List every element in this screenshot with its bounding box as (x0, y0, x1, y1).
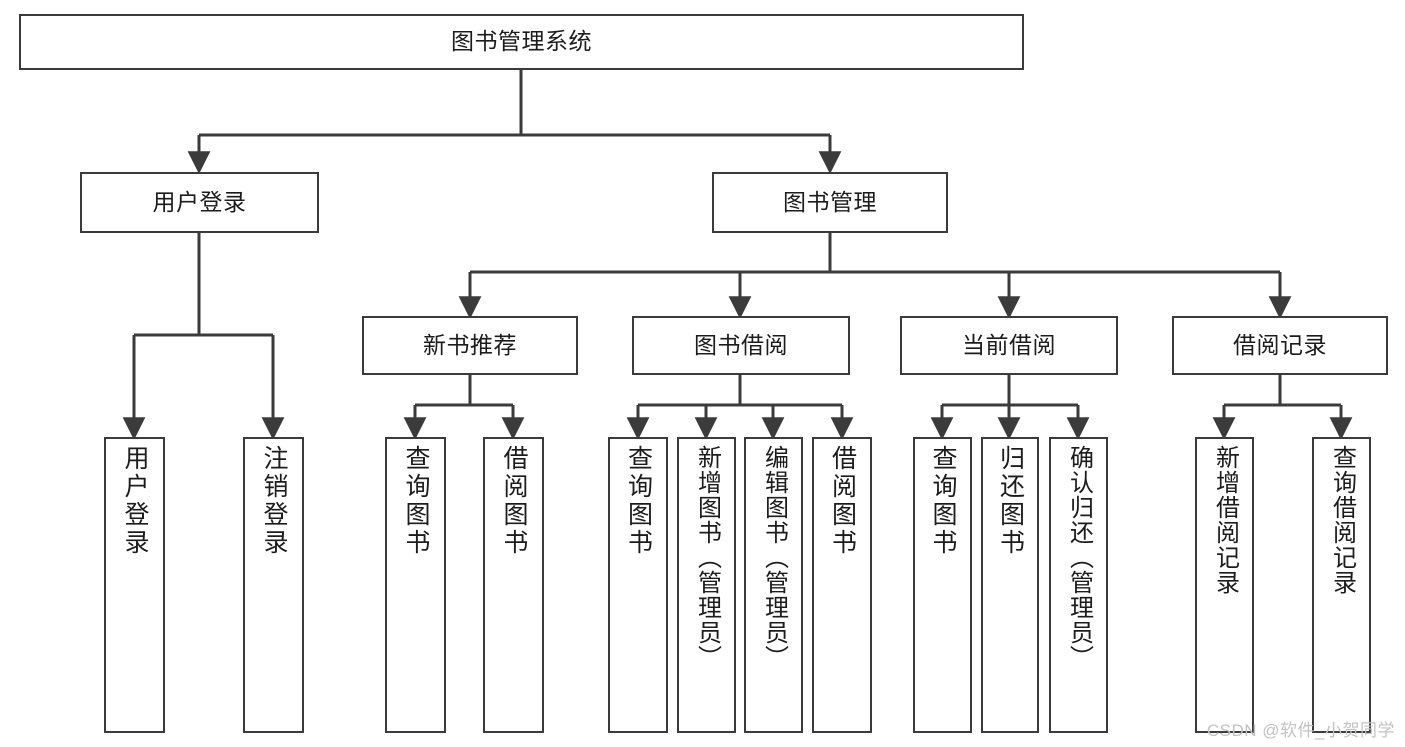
node-label: 图书管理系统 (451, 28, 592, 55)
node-label: 注销登录 (260, 445, 288, 557)
node-borrow-record[interactable]: 借阅记录 (1172, 316, 1388, 375)
node-label: 当前借阅 (962, 331, 1056, 358)
node-leaf-borrow-book-1[interactable]: 借阅图书 (483, 437, 544, 733)
node-leaf-borrow-book-2[interactable]: 借阅图书 (812, 437, 872, 733)
node-new-book-recommend[interactable]: 新书推荐 (362, 316, 578, 375)
node-leaf-query-book-3[interactable]: 查询图书 (913, 437, 972, 733)
node-label: 借阅记录 (1233, 331, 1327, 358)
node-leaf-query-book-1[interactable]: 查询图书 (385, 437, 446, 733)
node-label: 新增图书（管理员） (693, 445, 721, 670)
node-root-system[interactable]: 图书管理系统 (19, 14, 1024, 70)
node-label: 借阅图书 (500, 445, 528, 557)
node-book-borrow[interactable]: 图书借阅 (632, 316, 850, 375)
node-leaf-confirm-return-admin[interactable]: 确认归还（管理员） (1049, 437, 1108, 733)
node-book-management[interactable]: 图书管理 (712, 172, 948, 233)
node-label: 新增借阅记录 (1211, 445, 1239, 595)
node-leaf-edit-book-admin[interactable]: 编辑图书（管理员） (744, 437, 803, 733)
node-label: 查询借阅记录 (1328, 445, 1356, 595)
node-label: 图书管理 (783, 188, 877, 215)
node-label: 查询图书 (624, 445, 653, 557)
node-label: 归还图书 (996, 445, 1025, 557)
node-leaf-add-borrow-record[interactable]: 新增借阅记录 (1195, 437, 1254, 733)
node-leaf-add-book-admin[interactable]: 新增图书（管理员） (677, 437, 736, 733)
node-label: 查询图书 (929, 445, 957, 557)
node-leaf-query-book-2[interactable]: 查询图书 (608, 437, 668, 733)
node-label: 查询图书 (402, 445, 430, 557)
node-leaf-logout[interactable]: 注销登录 (243, 437, 304, 733)
node-label: 编辑图书（管理员） (760, 445, 788, 670)
node-leaf-return-book[interactable]: 归还图书 (981, 437, 1039, 733)
node-label: 确认归还（管理员） (1065, 445, 1093, 670)
node-label: 图书借阅 (694, 331, 788, 358)
node-leaf-query-borrow-record[interactable]: 查询借阅记录 (1312, 437, 1371, 733)
node-label: 借阅图书 (828, 445, 857, 557)
node-label: 用户登录 (121, 445, 149, 557)
node-label: 用户登录 (152, 188, 247, 215)
node-current-borrow[interactable]: 当前借阅 (900, 316, 1118, 375)
node-leaf-user-login[interactable]: 用户登录 (104, 437, 165, 733)
node-label: 新书推荐 (423, 331, 517, 358)
node-user-login[interactable]: 用户登录 (80, 172, 319, 233)
